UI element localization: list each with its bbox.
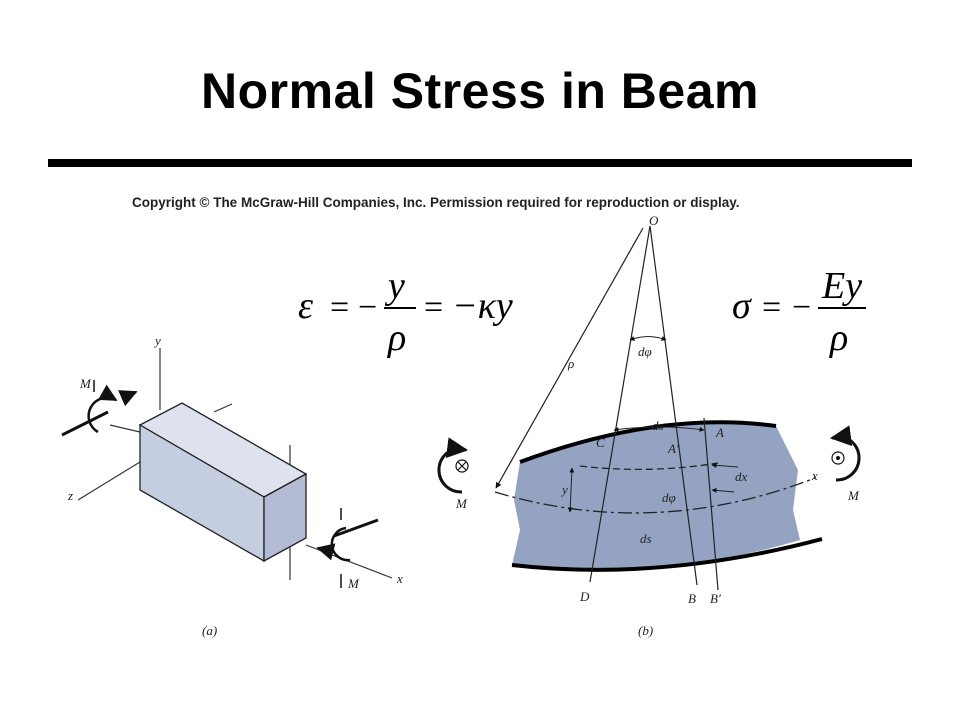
moment-left-tip <box>118 390 138 407</box>
bent-beam-body <box>512 422 800 570</box>
strain-equation: ε = − y ρ = −κy <box>298 265 513 359</box>
label-ds-bottom: ds <box>640 531 652 546</box>
label-O: O <box>649 213 659 228</box>
stress-symbol: σ <box>732 285 752 327</box>
strain-minus-1: − <box>358 289 377 326</box>
label-C: C <box>596 435 605 450</box>
z-axis-line <box>77 461 141 501</box>
ref-tick-top <box>213 403 233 413</box>
radius-arrow <box>495 227 644 489</box>
label-a-moment-right: M <box>347 576 360 591</box>
beam-bottom-edge <box>511 537 823 572</box>
label-dx: dx <box>735 469 748 484</box>
stress-denominator: ρ <box>829 317 848 359</box>
label-a-z: z <box>67 488 73 503</box>
layer-dashed <box>579 462 719 471</box>
copyright-notice: Copyright © The McGraw-Hill Companies, I… <box>132 195 740 210</box>
label-A-prime: A′ <box>667 441 679 456</box>
neutral-axis <box>494 477 816 514</box>
dx-arrow-top <box>711 462 739 468</box>
label-ds-top: ds <box>652 418 664 433</box>
radial-line-AB <box>649 225 698 586</box>
caption-b: (b) <box>638 623 653 638</box>
block-end-face <box>263 472 307 563</box>
title-rule <box>48 159 912 167</box>
stress-equals: = <box>762 289 781 326</box>
label-a-moment-left: M <box>79 376 92 391</box>
dot-center <box>836 456 840 460</box>
moment-left-shaft <box>61 410 109 437</box>
dx-arrow-bottom <box>711 487 735 493</box>
radial-line-CD <box>589 225 651 583</box>
moment-right-shaft <box>333 518 379 538</box>
label-b-x: x <box>811 468 818 483</box>
strain-denominator: ρ <box>387 317 406 359</box>
strain-numerator: y <box>384 265 405 307</box>
strain-rhs: −κy <box>452 285 513 327</box>
label-B: B <box>688 591 696 606</box>
figure-b: O ρ dφ ds C A′ A dx dφ y ds D B B′ x M M… <box>437 213 861 638</box>
label-dphi-top: dφ <box>638 344 652 359</box>
x-axis-line <box>305 544 393 579</box>
label-b-moment-left: M <box>455 496 468 511</box>
moment-right-tip <box>316 543 336 561</box>
moment-left-arrow <box>87 384 118 434</box>
caption-a: (a) <box>202 623 217 638</box>
ds-top-arc <box>613 426 705 432</box>
slide-title: Normal Stress in Beam <box>201 63 759 119</box>
label-A: A <box>715 425 724 440</box>
label-B-prime: B′ <box>710 591 721 606</box>
label-a-y: y <box>153 333 161 348</box>
strain-equals-1: = <box>330 289 349 326</box>
cross-mark-b <box>457 461 467 471</box>
strain-equals-2: = <box>424 289 443 326</box>
figure-a: y z x M M (a) <box>61 333 403 638</box>
label-rho: ρ <box>567 356 574 371</box>
stress-minus: − <box>792 289 811 326</box>
label-b-moment-right: M <box>847 488 860 503</box>
label-dphi-mid: dφ <box>662 490 676 505</box>
strain-symbol: ε <box>298 285 313 327</box>
label-D: D <box>579 589 590 604</box>
moment-b-left-tip <box>445 437 469 459</box>
moment-b-right-tip <box>829 425 853 447</box>
stress-equation: σ = − Ey ρ <box>732 265 866 359</box>
label-y: y <box>560 482 568 497</box>
y-dimension <box>567 467 575 513</box>
section-line-left <box>109 424 141 433</box>
label-a-x: x <box>396 571 403 586</box>
dphi-top-arc <box>629 336 667 341</box>
stress-numerator: Ey <box>821 265 862 307</box>
line-A-Bprime <box>703 417 719 591</box>
